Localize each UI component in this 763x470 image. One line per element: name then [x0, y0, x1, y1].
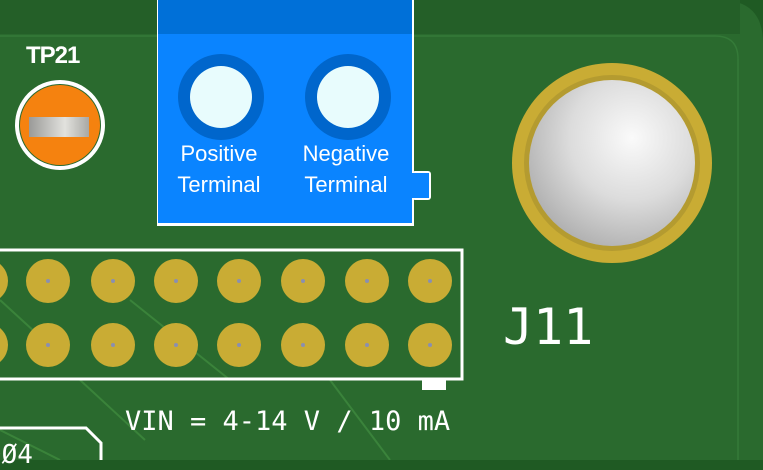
pin-drill — [365, 279, 369, 283]
pin-drill — [46, 279, 50, 283]
pcb-board — [0, 0, 763, 460]
pin-drill — [174, 279, 178, 283]
positive-label-line1: Positive — [180, 141, 258, 166]
pin-drill — [174, 343, 178, 347]
component-outline — [0, 426, 103, 460]
positive-label-line2: Terminal — [177, 172, 261, 197]
negative-label-line2: Terminal — [304, 172, 388, 197]
pin-drill — [237, 279, 241, 283]
connector-label: J11 — [503, 298, 594, 356]
positive-terminal-label: Positive Terminal — [154, 138, 284, 200]
header-j11 — [0, 248, 464, 390]
test-point-label: TP21 — [26, 42, 80, 69]
vin-silkscreen-text: VIN = 4-14 V / 10 mA — [125, 406, 451, 437]
pin-drill — [301, 343, 305, 347]
pin-drill — [301, 279, 305, 283]
pin-drill — [428, 279, 432, 283]
mounting-hole — [512, 63, 712, 263]
negative-terminal-label: Negative Terminal — [281, 138, 411, 200]
pin-drill — [111, 279, 115, 283]
pin-drill — [237, 343, 241, 347]
pin-drill — [428, 343, 432, 347]
header-pin-pad — [0, 328, 8, 362]
negative-label-line1: Negative — [302, 141, 390, 166]
test-point-tp21 — [15, 80, 105, 170]
pin-drill — [365, 343, 369, 347]
pin-drill — [111, 343, 115, 347]
terminal-block — [157, 0, 431, 226]
header-pin-pad — [0, 264, 8, 298]
cut-reference-label: DØ4 — [0, 440, 33, 470]
pin-drill — [46, 343, 50, 347]
